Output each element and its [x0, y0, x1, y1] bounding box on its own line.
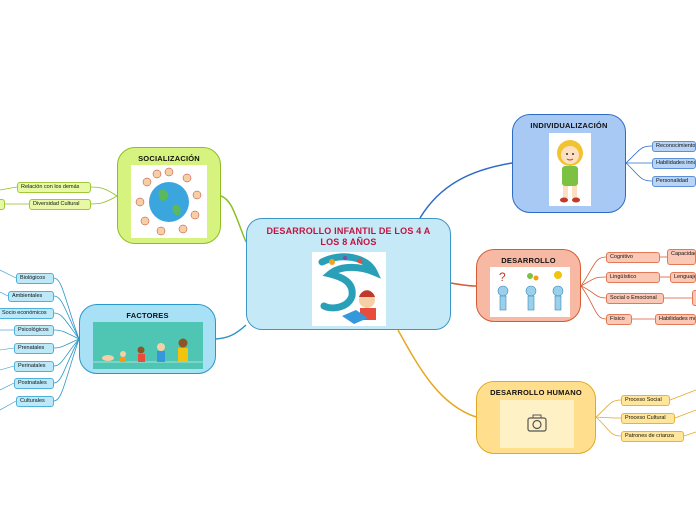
leaf-capacidad-resolucion[interactable]: Capacidad de resolución de problemas	[667, 249, 696, 265]
central-topic[interactable]: DESARROLLO INFANTIL DE LOS 4 A LOS 8 AÑO…	[246, 218, 451, 330]
topic-title: SOCIALIZACIÓN	[138, 154, 200, 163]
leaf-lenguaje[interactable]: Lenguaje	[670, 272, 696, 283]
thinking-figures-illustration: ?	[490, 267, 570, 317]
leaf-reconocimiento[interactable]: Reconocimiento	[652, 141, 696, 152]
leaf-habilidades-motoras[interactable]: Habilidades motoras	[655, 314, 696, 325]
leaf-social-emocional[interactable]: Social o Emocional	[606, 293, 664, 304]
leaf-personalidad[interactable]: Personalidad	[652, 176, 696, 187]
leaf-fisico[interactable]: Físico	[606, 314, 632, 325]
children-around-globe-illustration	[131, 165, 207, 238]
leaf-relacion-demas[interactable]: Relación con los demás	[17, 182, 91, 193]
svg-text:?: ?	[499, 270, 506, 284]
leaf-biologicos[interactable]: Biológicos	[16, 273, 54, 284]
topic-factores[interactable]: FACTORES	[79, 304, 216, 374]
leaf-perinatales[interactable]: Perinatales	[14, 361, 54, 372]
leaf-psicologicos[interactable]: Psicológicos	[14, 325, 54, 336]
leaf-culturales[interactable]: Culturales	[16, 396, 54, 407]
girl-student-illustration	[549, 133, 591, 206]
topic-title: DESARROLLO	[501, 256, 556, 265]
leaf-ambientales[interactable]: Ambientales	[8, 291, 54, 302]
leaf-proceso-social[interactable]: Proceso Social	[621, 395, 670, 406]
topic-title: INDIVIDUALIZACIÓN	[530, 121, 608, 130]
child-growth-illustration	[93, 322, 203, 369]
leaf-socializacion-sub[interactable]	[0, 199, 5, 210]
topic-socializacion[interactable]: SOCIALIZACIÓN	[117, 147, 221, 244]
leaf-social-sub[interactable]	[692, 290, 696, 306]
leaf-proceso-cultural[interactable]: Proceso Cultural	[621, 413, 675, 424]
camera-icon	[527, 414, 547, 432]
child-reading-illustration	[312, 252, 386, 326]
image-placeholder	[500, 400, 574, 448]
topic-desarrollo-humano[interactable]: DESARROLLO HUMANO	[476, 381, 596, 454]
leaf-prenatales[interactable]: Prenatales	[14, 343, 54, 354]
topic-desarrollo[interactable]: DESARROLLO ?	[476, 249, 581, 322]
central-title: DESARROLLO INFANTIL DE LOS 4 A LOS 8 AÑO…	[266, 226, 431, 247]
leaf-diversidad-cultural[interactable]: Diversidad Cultural	[29, 199, 91, 210]
leaf-cognitivo[interactable]: Cognitivo	[606, 252, 660, 263]
leaf-patrones-crianza[interactable]: Patrones de crianza	[621, 431, 684, 442]
leaf-linguistico[interactable]: Lingüístico	[606, 272, 660, 283]
leaf-postnatales[interactable]: Postnatales	[14, 378, 54, 389]
leaf-socio-economicos[interactable]: Socio económicos	[0, 308, 54, 319]
topic-title: DESARROLLO HUMANO	[490, 388, 582, 397]
topic-title: FACTORES	[126, 311, 169, 320]
leaf-habilidades-innatas[interactable]: Habilidades innatas	[652, 158, 696, 169]
topic-individualizacion[interactable]: INDIVIDUALIZACIÓN	[512, 114, 626, 213]
